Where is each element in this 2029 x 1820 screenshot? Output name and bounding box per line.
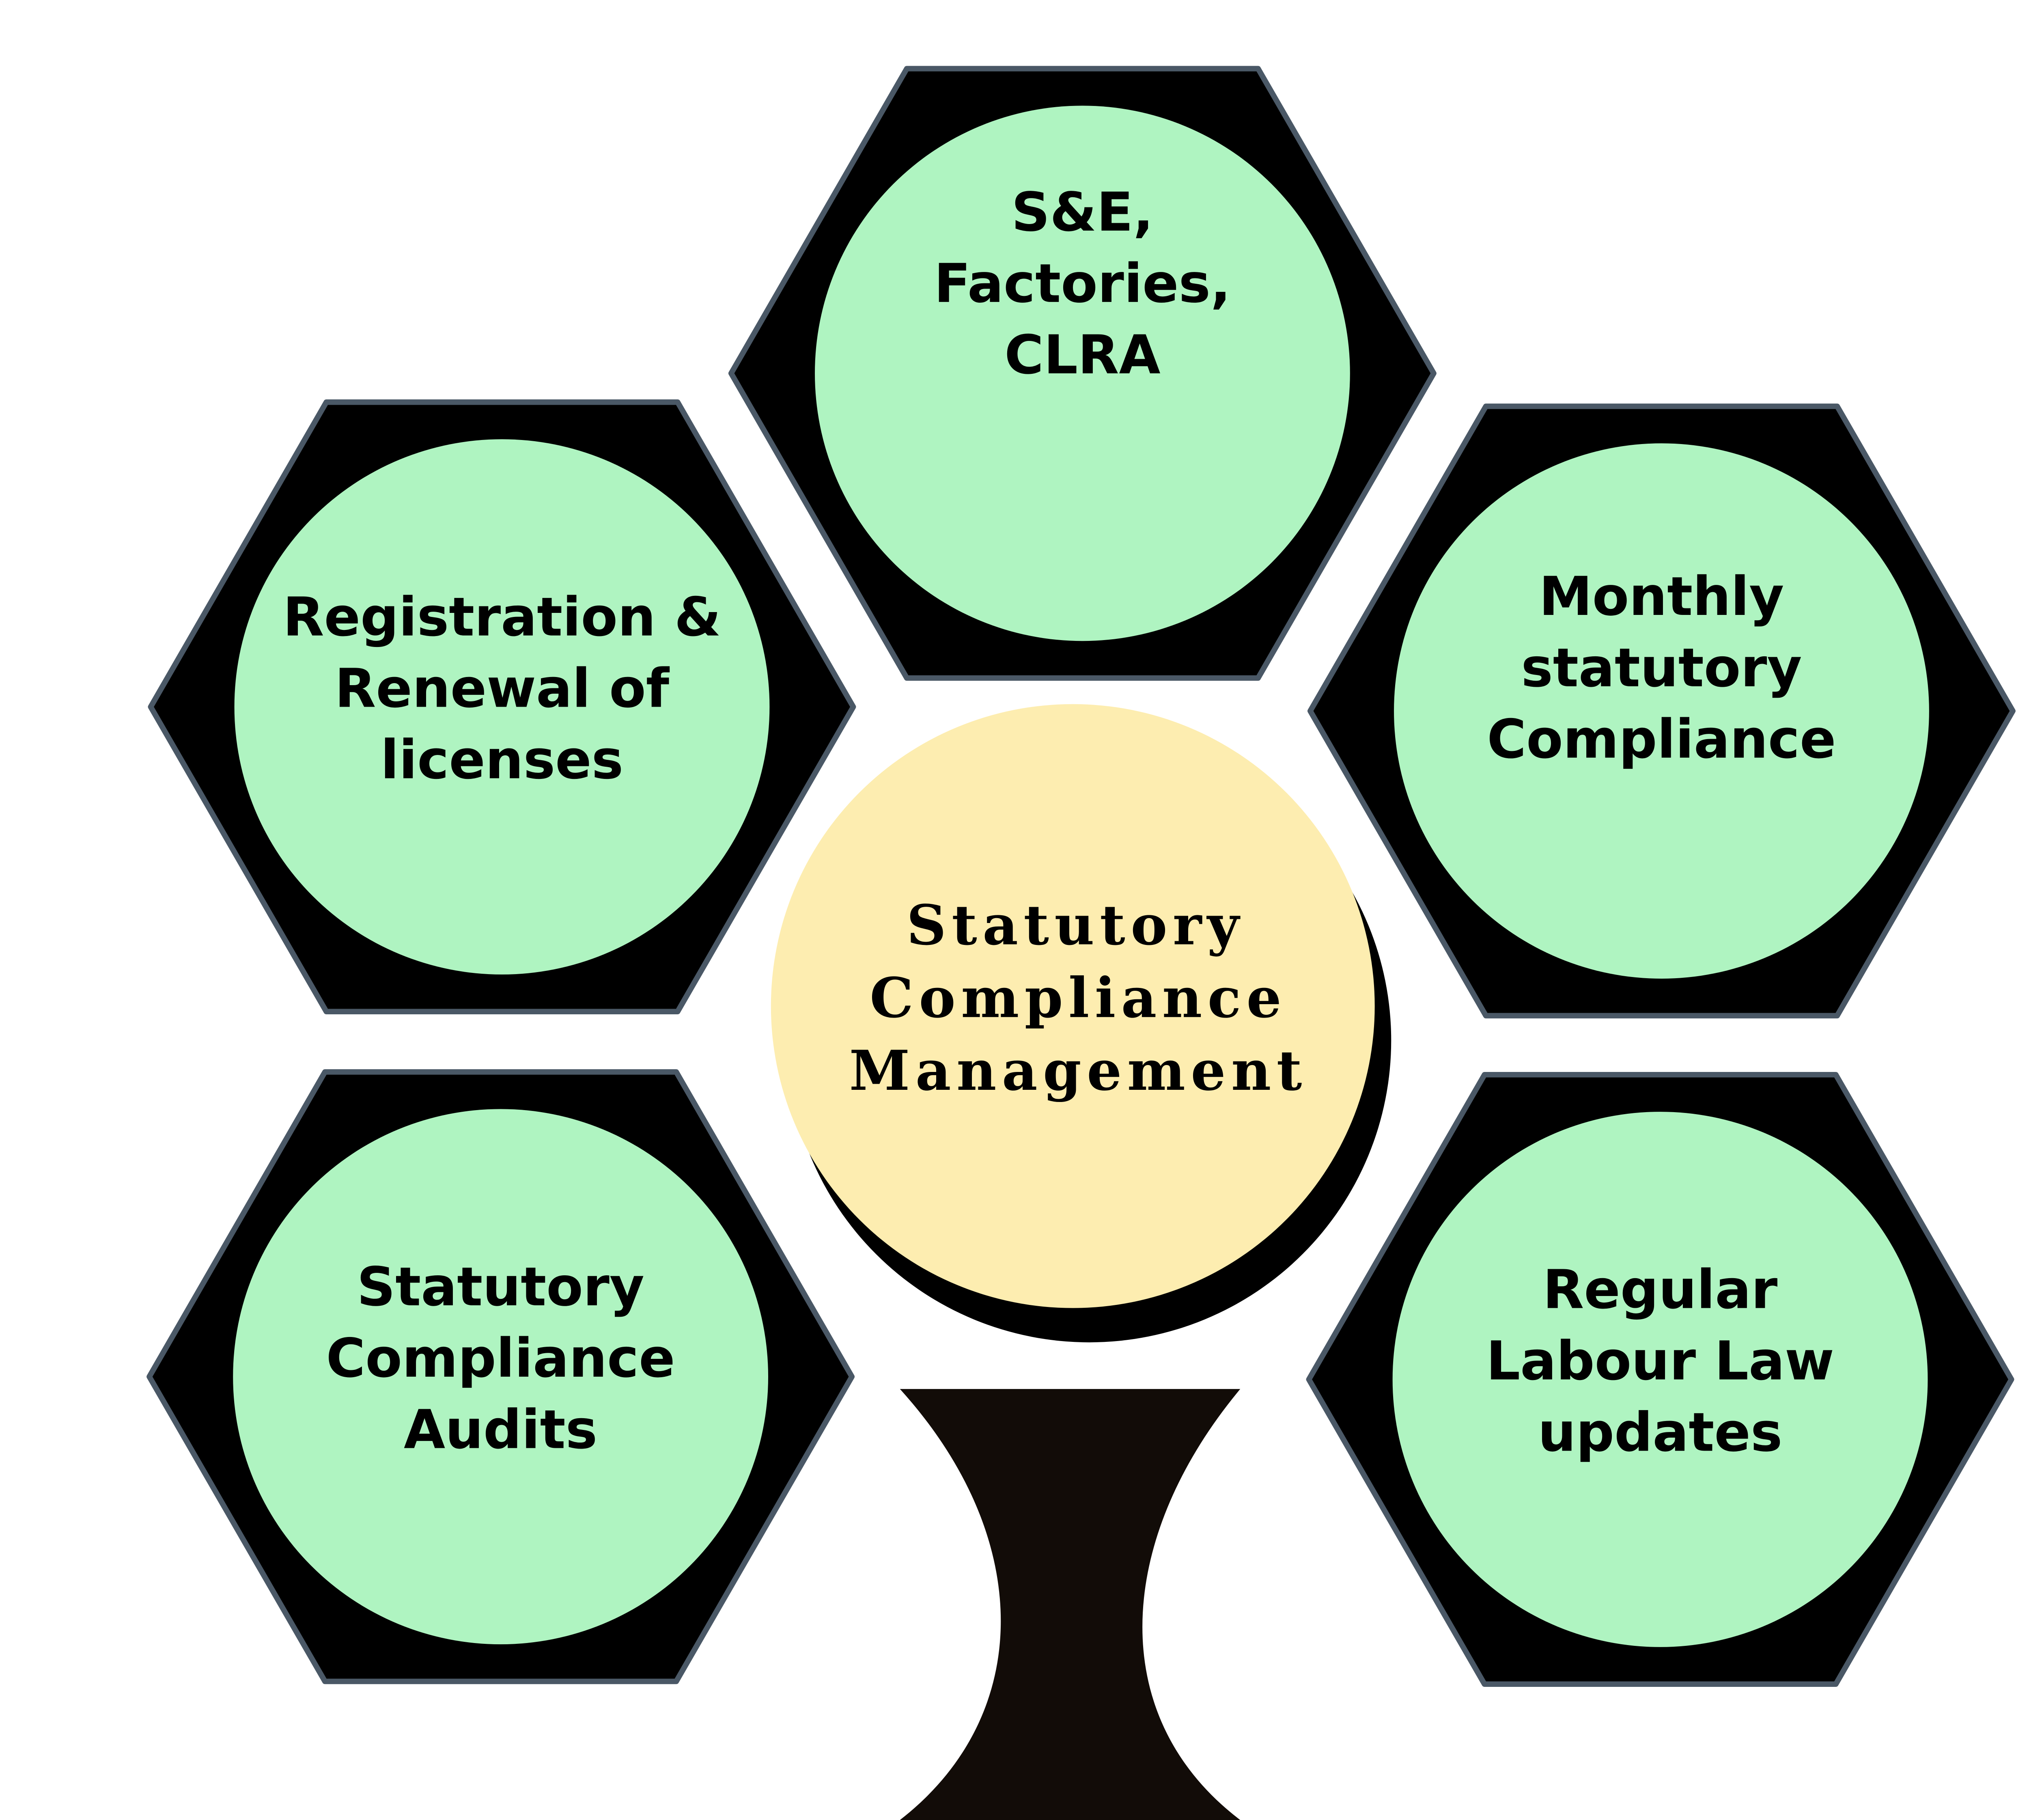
- node-label-line: statutory: [1521, 637, 1802, 699]
- node-label-line: Compliance: [1487, 709, 1836, 771]
- node-label-line: Renewal of: [335, 658, 670, 720]
- node-top: S&E, Factories, CLRA: [728, 66, 1437, 681]
- node-circle: [1394, 443, 1929, 979]
- node-label-line: licenses: [381, 729, 623, 791]
- node-circle: [814, 106, 1350, 641]
- center-title-line-3: Management: [849, 1038, 1307, 1103]
- node-label-line: Registration &: [283, 587, 721, 649]
- node-label-line: Labour Law: [1486, 1330, 1834, 1393]
- node-label-line: Regular: [1543, 1259, 1778, 1321]
- node-label-line: Compliance: [326, 1328, 675, 1390]
- node-label-line: Audits: [404, 1399, 597, 1461]
- node-left-upper: Registration & Renewal of licenses: [148, 399, 856, 1015]
- center-title-line-2: Compliance: [870, 966, 1287, 1030]
- node-circle: [233, 1109, 769, 1645]
- node-circle: [234, 439, 770, 975]
- node-label-line: Monthly: [1539, 566, 1784, 628]
- node-label-line: Statutory: [357, 1256, 644, 1318]
- center-circle: [771, 704, 1375, 1308]
- stand: [900, 1389, 1241, 1820]
- node-label-line: Factories,: [934, 253, 1231, 315]
- center-title-line-1: Statutory: [907, 893, 1245, 957]
- node-label-line: updates: [1538, 1402, 1783, 1464]
- node-circle: [1392, 1112, 1928, 1647]
- node-label-line: S&E,: [1011, 181, 1153, 244]
- node-label-line: CLRA: [1004, 324, 1160, 386]
